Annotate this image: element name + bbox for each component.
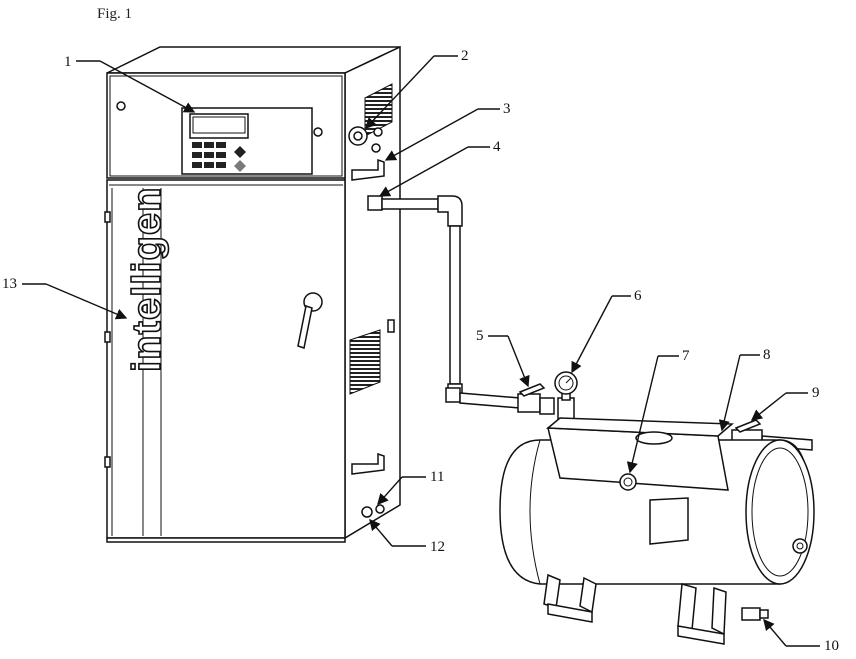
callout-10: 10 [824,638,839,654]
leader-arrow-6 [571,295,613,374]
piping [367,195,813,465]
leader-arrow-12 [369,518,393,547]
leader-arrow-13 [45,283,128,320]
leader-arrow-7 [626,355,659,474]
callout-13: 13 [2,276,17,292]
figure-title: Fig. 1 [97,6,133,22]
receiver-tank [499,417,815,645]
leader-arrow-9 [750,392,787,421]
callout-11: 11 [430,469,444,485]
leader-arrow-1 [99,60,196,113]
callout-4: 4 [493,139,501,155]
callout-9: 9 [812,385,820,401]
callout-5: 5 [476,328,484,344]
leader-arrow-2 [365,55,435,130]
leader-arrow-5 [507,335,530,388]
callout-8: 8 [763,347,771,363]
callout-1: 1 [64,54,72,70]
leader-arrow-10 [763,618,787,647]
leader-arrow-11 [377,476,403,506]
leader-arrow-8 [718,354,741,432]
cabinet: intelligen [104,45,401,543]
brand-logo: intelligen [125,186,169,372]
callout-12: 12 [430,539,445,555]
callout-3: 3 [503,101,511,117]
callout-6: 6 [634,288,642,304]
leader-arrow-4 [378,146,469,197]
keypad [192,142,246,172]
callout-2: 2 [461,48,469,64]
leader-arrow-3 [384,108,479,161]
callout-7: 7 [682,348,690,364]
callouts: 1 2 3 4 5 6 7 8 9 10 [2,48,839,654]
